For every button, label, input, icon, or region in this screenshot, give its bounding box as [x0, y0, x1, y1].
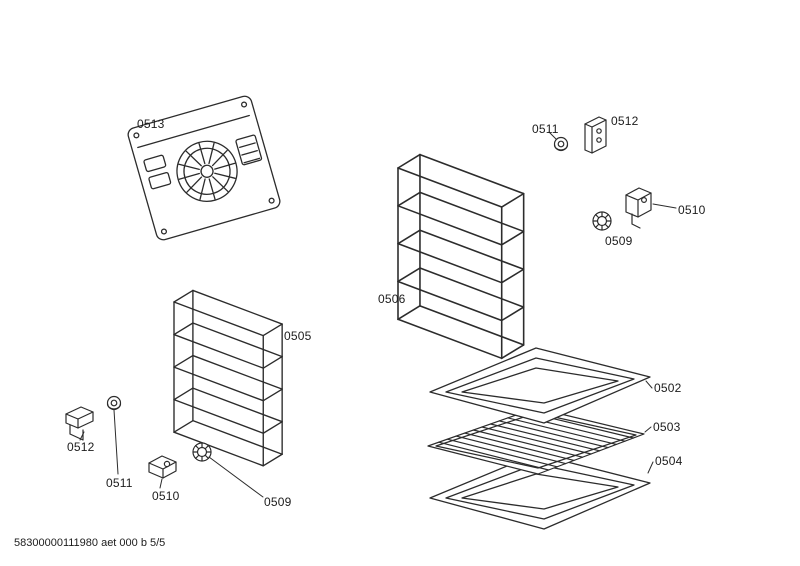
cap-nut-0511-left-art: [106, 395, 122, 411]
document-number: 58300000111980 aet 000 b 5/5: [14, 537, 166, 549]
part-label-0510-bottom-left: 0510: [152, 489, 180, 503]
back-panel-fan-art: [127, 95, 281, 241]
side-rack-left-art: [173, 289, 283, 467]
part-label-0513: 0513: [137, 117, 165, 131]
knob-0509-right-art: [592, 211, 612, 231]
cap-nut-0511-right-art: [553, 136, 569, 152]
bracket-0512-left-art: [65, 406, 94, 441]
part-label-0510-top-right: 0510: [678, 203, 706, 217]
part-label-0511-bottom-left: 0511: [106, 476, 133, 490]
part-label-0511-top-right: 0511: [532, 122, 559, 136]
part-label-0502: 0502: [654, 381, 682, 395]
part-label-0509-bottom-left: 0509: [264, 495, 292, 509]
part-label-0503: 0503: [653, 420, 681, 434]
leader-lines: [79, 131, 677, 498]
hinge-bracket-0510-right-art: [625, 187, 652, 229]
part-label-0509-top-right: 0509: [605, 234, 633, 248]
baking-tray-top-art: [429, 347, 651, 424]
part-label-0504: 0504: [655, 454, 683, 468]
part-label-0506: 0506: [378, 292, 406, 306]
bracket-0512-right-art: [584, 116, 607, 154]
part-label-0505: 0505: [284, 329, 312, 343]
knob-0509-left-art: [192, 442, 212, 462]
hinge-bracket-0510-left-art: [148, 455, 177, 479]
part-label-0512-bottom-left: 0512: [67, 440, 95, 454]
side-rack-right-art: [397, 153, 525, 360]
part-label-0512-top-right: 0512: [611, 114, 639, 128]
